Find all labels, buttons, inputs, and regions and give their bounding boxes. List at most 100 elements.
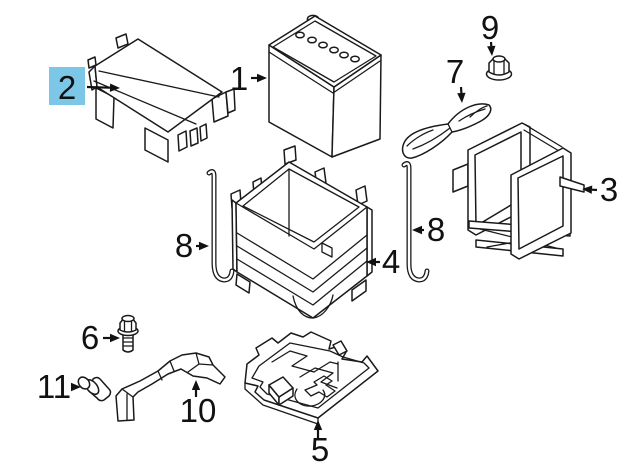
part-support-bracket [115, 352, 226, 422]
callout-battery[interactable]: 1 [230, 60, 267, 97]
callout-arrowhead [199, 241, 209, 251]
part-battery [268, 14, 382, 158]
callout-layer: 1 2 3 4 5 6 7 8 8 9 10 11 [37, 9, 618, 468]
battery-case-lip [268, 51, 381, 94]
callout-rod-left[interactable]: 8 [175, 227, 209, 264]
cover-crease-line [98, 70, 220, 98]
part-rod-right [401, 161, 430, 283]
tray-channel [271, 350, 315, 373]
clamp-detail-line [469, 105, 488, 118]
cover-rear-tab [115, 33, 129, 49]
cover-right-leg [211, 91, 229, 123]
callout-label: 8 [427, 211, 445, 248]
callout-support-bracket[interactable]: 10 [180, 380, 217, 429]
clamp-detail-line [406, 129, 434, 147]
callout-battery-cover[interactable]: 2 [49, 67, 120, 106]
callout-battery-frame[interactable]: 3 [582, 171, 618, 208]
part-clip [77, 376, 112, 402]
callout-arrowhead [582, 185, 593, 194]
rod-core [207, 170, 234, 282]
callout-label: 11 [37, 368, 71, 405]
bracket-body [115, 352, 226, 422]
part-battery-cover [87, 33, 236, 163]
callout-label: 5 [311, 431, 329, 468]
callout-battery-box[interactable]: 4 [366, 243, 400, 280]
tray-flag-tab [332, 340, 348, 356]
bracket-flag-crease [187, 352, 214, 373]
callout-arrowhead [412, 225, 422, 235]
battery-vent-cap [350, 55, 360, 63]
part-bolt [117, 314, 139, 353]
callout-selected-highlight [49, 67, 85, 105]
cover-mid-leg [144, 127, 169, 163]
part-flange-nut [485, 55, 513, 81]
frame-top-rail [523, 123, 563, 152]
battery-rim-inner [272, 20, 377, 83]
tray-inner-rim [251, 342, 370, 409]
battery-vent-cap [329, 46, 339, 54]
battery-vent-cap [318, 41, 328, 49]
box-rim-tab [283, 145, 297, 165]
box-pocket [321, 242, 333, 258]
callout-label: 2 [58, 69, 76, 106]
callout-label: 8 [175, 227, 193, 264]
frame-left-stub [452, 163, 469, 193]
nut-top [492, 55, 506, 63]
callout-label: 6 [81, 319, 99, 356]
part-rod-left [206, 169, 235, 283]
rod-outline [206, 169, 235, 283]
callout-clip[interactable]: 11 [37, 368, 81, 405]
callout-arrowhead [257, 73, 267, 83]
box-arch-cutout [292, 294, 334, 319]
rod-outline [401, 161, 430, 283]
callout-label: 7 [446, 53, 464, 90]
callout-arrowhead [110, 333, 120, 343]
tray-hook-cutout [294, 388, 326, 407]
tray-block-top [268, 376, 294, 398]
clamp-detail-line [458, 108, 486, 122]
battery-vent-cap [339, 51, 349, 59]
box-rim-inner [242, 168, 360, 243]
battery-vent-cap [295, 31, 305, 39]
callout-arrowhead [457, 92, 466, 103]
bolt-thread [122, 337, 134, 347]
callout-arrowhead [191, 380, 201, 390]
cover-front-tab [177, 130, 188, 152]
callout-rod-right[interactable]: 8 [412, 211, 445, 248]
callout-arrowhead [71, 382, 81, 392]
box-foot [351, 279, 367, 302]
tray-island [304, 375, 336, 398]
part-hold-down-clamp [401, 103, 492, 159]
box-rim-front-edge [235, 202, 368, 250]
callout-battery-tray[interactable]: 5 [311, 420, 329, 468]
part-battery-frame [452, 122, 585, 260]
frame-front-hoop-window [517, 155, 564, 250]
callout-label: 1 [230, 60, 248, 97]
callout-bolt[interactable]: 6 [81, 319, 120, 356]
callout-label: 10 [180, 392, 217, 429]
clamp-detail-line [412, 127, 451, 150]
bolt-shaft [122, 333, 134, 353]
callout-flange-nut[interactable]: 9 [481, 9, 499, 56]
bracket-detail-line [121, 388, 134, 398]
box-foot [235, 273, 251, 294]
part-battery-tray [244, 331, 379, 425]
clip-head [77, 376, 91, 390]
part-battery-box [230, 145, 373, 319]
box-rim-tab [355, 185, 368, 206]
cover-front-tab [189, 127, 199, 147]
callout-arrowhead [313, 420, 323, 430]
box-body [235, 161, 368, 319]
box-rib [236, 258, 368, 306]
callout-hold-down-clamp[interactable]: 7 [446, 53, 466, 103]
callout-arrowhead [109, 83, 120, 92]
callout-arrowhead [366, 257, 376, 267]
callout-arrowhead [487, 45, 496, 56]
cover-top-face [94, 38, 223, 133]
bolt-head-top [121, 314, 135, 323]
callout-label: 4 [382, 243, 400, 280]
cover-front-tab [199, 123, 208, 142]
battery-vent-cap [307, 36, 317, 44]
frame-right-bar [559, 176, 585, 193]
